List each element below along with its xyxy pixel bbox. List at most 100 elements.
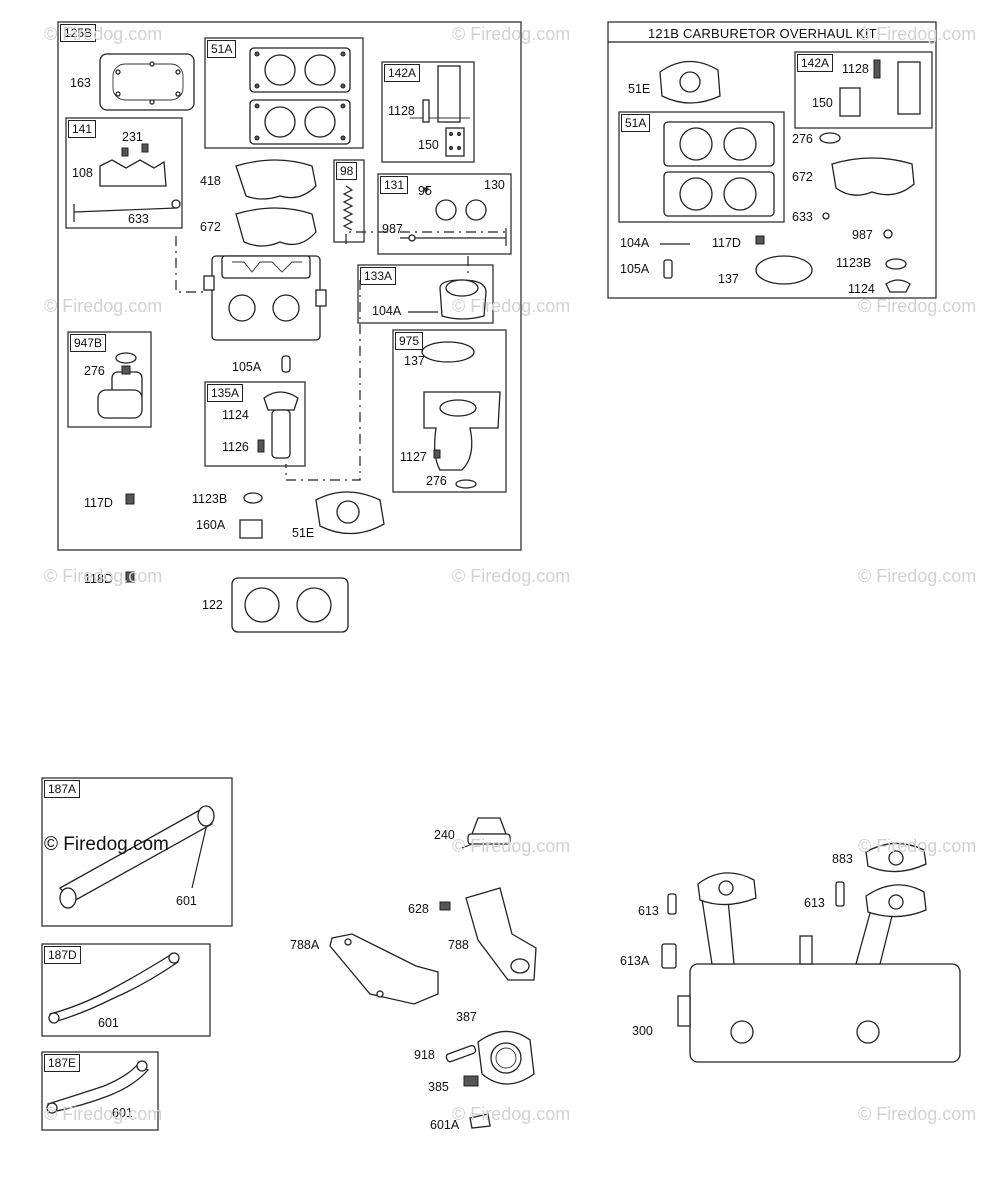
frame-141: [65, 117, 183, 229]
kit-117D-drawing: [755, 235, 765, 245]
frame-131: [377, 173, 512, 255]
group-125B: 125B: [60, 24, 97, 42]
label-160A: 160A: [196, 518, 226, 532]
frame-98: [333, 159, 365, 243]
kit-title: 121B CARBURETOR OVERHAUL KIT: [648, 26, 877, 41]
bolt-613b-drawing: [835, 881, 845, 907]
frame-187D: [41, 943, 211, 1037]
kit-washer-276-drawing: [819, 132, 841, 144]
muffler-300-drawing: [677, 872, 961, 1063]
tube-187D-drawing: [48, 952, 180, 1024]
group-141: 141: [68, 120, 97, 138]
kit-label-117D: 117D: [712, 236, 741, 250]
label-137: 137: [404, 354, 425, 368]
gasket-883-drawing: [865, 842, 927, 873]
label-231: 231: [122, 130, 143, 144]
kit-label-51E: 51E: [628, 82, 651, 96]
group-947B: 947B: [70, 334, 107, 352]
watermark: © Firedog.com: [858, 24, 977, 44]
label-788: 788: [448, 938, 469, 952]
watermark: © Firedog.com: [452, 1104, 571, 1124]
label-105A: 105A: [232, 360, 262, 374]
label-104A: 104A: [372, 304, 402, 318]
watermark: © Firedog.com: [44, 1104, 163, 1124]
kit-label-150: 150: [812, 96, 833, 110]
label-601A: 601A: [430, 1118, 460, 1132]
label-51E: 51E: [292, 526, 315, 540]
frame-133A: [357, 264, 494, 324]
label-240: 240: [434, 828, 455, 842]
kit-ring-137-drawing: [755, 255, 813, 285]
label-1128: 1128: [388, 104, 415, 118]
tube-187E-drawing: [46, 1060, 150, 1114]
group-187E: 187E: [44, 1054, 81, 1072]
kit-choke-142A-drawing: [839, 59, 921, 117]
label-633: 633: [128, 212, 149, 226]
label-385: 385: [428, 1080, 449, 1094]
label-987: 987: [382, 222, 403, 236]
gasket-51A-drawing: [249, 47, 351, 145]
leader-float: [345, 231, 510, 244]
pin-918-drawing: [445, 1044, 477, 1063]
label-95: 95: [418, 184, 432, 198]
label-601-187E: 601: [112, 1106, 133, 1120]
label-118D: 118D: [84, 572, 113, 586]
gasket-163-drawing: [99, 53, 195, 111]
label-1127: 1127: [400, 450, 427, 464]
group-975: 975: [395, 332, 424, 350]
kit-633-drawing: [822, 212, 830, 220]
label-628: 628: [408, 902, 429, 916]
frame-975: [392, 329, 507, 493]
screw-118D-drawing: [125, 571, 135, 583]
group-98: 98: [336, 162, 358, 180]
kit-label-633: 633: [792, 210, 813, 224]
tube-187A-drawing: [58, 805, 215, 909]
bracket-788-drawing: [465, 887, 537, 981]
group-131: 131: [380, 176, 409, 194]
nut-160A-drawing: [239, 519, 263, 539]
frame-135A: [204, 381, 306, 467]
screw-117D-drawing: [125, 493, 135, 505]
watermark: © Firedog.com: [858, 566, 977, 586]
label-163: 163: [70, 76, 91, 90]
leader-throttle: [175, 236, 204, 293]
label-601-187A: 601: [176, 894, 197, 908]
group-142A: 142A: [384, 64, 421, 82]
bolt-613A-drawing: [661, 943, 677, 969]
frame-187A: [41, 777, 233, 927]
group-187A: 187A: [44, 780, 81, 798]
label-601-187D: 601: [98, 1016, 119, 1030]
label-150: 150: [418, 138, 439, 152]
label-130: 130: [484, 178, 505, 192]
watermark: © Firedog.com: [44, 566, 163, 586]
frame-187E: [41, 1051, 159, 1131]
kit-label-672: 672: [792, 170, 813, 184]
label-672: 672: [200, 220, 221, 234]
watermark-dark: © Firedog.com: [44, 834, 169, 855]
label-122: 122: [202, 598, 223, 612]
group-135A: 135A: [207, 384, 244, 402]
kit-105A-drawing: [663, 259, 673, 279]
kit-gasket-51E-drawing: [659, 60, 721, 104]
bolt-628-drawing: [439, 901, 451, 911]
label-117D: 117D: [84, 496, 113, 510]
bowl-133A-drawing: [408, 279, 487, 320]
pipe-975-drawing: [421, 341, 501, 489]
watermark: © Firedog.com: [44, 296, 163, 316]
frame-overhaul-kit: [607, 21, 937, 299]
gaskets-418-672-drawing: [235, 159, 317, 247]
kit-label-1123B: 1123B: [836, 256, 872, 270]
kit-1123B-drawing: [885, 258, 907, 270]
group-133A: 133A: [360, 267, 397, 285]
float-131-drawing: [400, 187, 507, 246]
frame-947B: [67, 331, 152, 428]
label-276: 276: [84, 364, 105, 378]
label-918: 918: [414, 1048, 435, 1062]
watermark: © Firedog.com: [858, 296, 977, 316]
bracket-788A-drawing: [329, 933, 439, 1005]
label-276-pipe: 276: [426, 474, 447, 488]
label-418: 418: [200, 174, 221, 188]
label-883: 883: [832, 852, 853, 866]
